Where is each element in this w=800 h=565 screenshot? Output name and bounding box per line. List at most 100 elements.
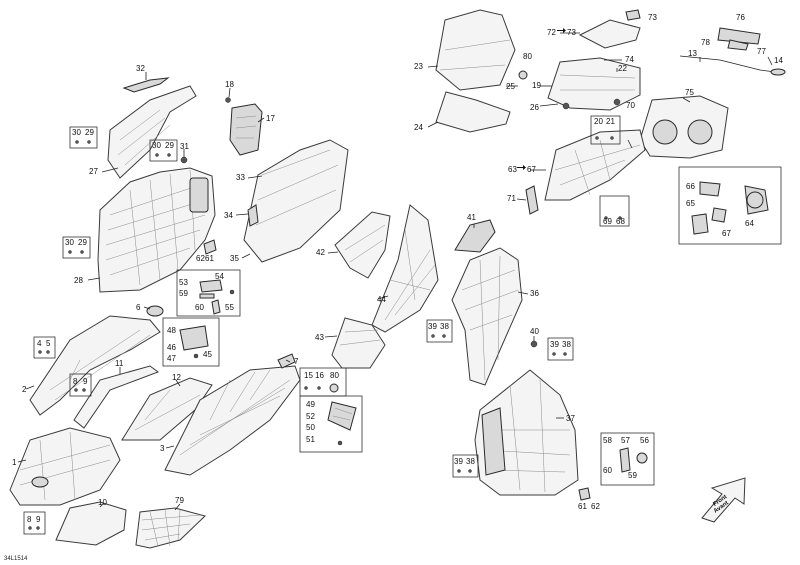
callout-51: 51 — [306, 435, 315, 444]
callout-79: 79 — [175, 496, 184, 505]
part-71-grille — [525, 185, 539, 215]
callout-19: 19 — [532, 81, 541, 90]
callout-23: 23 — [414, 62, 423, 71]
callout-62: 62 — [196, 254, 205, 263]
callout-box-29-30-a — [69, 126, 98, 149]
callout-22: 22 — [618, 64, 627, 73]
callout-39: 39 — [550, 340, 559, 349]
callout-75: 75 — [685, 88, 694, 97]
callout-37: 37 — [566, 414, 575, 423]
callout-12: 12 — [172, 373, 181, 382]
part-76-78-bracket — [717, 27, 761, 45]
callout-61: 61 — [205, 254, 214, 263]
part-61-62-clip — [203, 239, 217, 255]
callout-box-64-67 — [678, 166, 782, 245]
part-35-cover — [243, 139, 349, 263]
diagram-reference-code: 34L1514 — [4, 556, 28, 562]
callout-30: 30 — [65, 238, 74, 247]
callout-52: 52 — [306, 412, 315, 421]
part-73-top-clip — [625, 9, 641, 21]
callout-78: 78 — [701, 38, 710, 47]
callout-71: 71 — [507, 194, 516, 203]
callout-15: 15 — [304, 371, 313, 380]
callout-38: 38 — [466, 457, 475, 466]
callout-29: 29 — [78, 238, 87, 247]
callout-63: 63 — [508, 165, 517, 174]
callout-box-45-48 — [162, 317, 220, 367]
callout-80: 80 — [330, 371, 339, 380]
callout-10: 10 — [98, 498, 107, 507]
part-41-vent — [454, 219, 496, 253]
callout-24: 24 — [414, 123, 423, 132]
callout-70: 70 — [626, 101, 635, 110]
callout-39: 39 — [428, 322, 437, 331]
part-7-clip — [277, 353, 296, 369]
callout-9: 9 — [36, 515, 41, 524]
callout-61: 61 — [578, 502, 587, 511]
callout-66: 66 — [686, 182, 695, 191]
part-72-73-top-trim — [578, 19, 641, 49]
callout-50: 50 — [306, 423, 315, 432]
part-12-panel — [121, 377, 213, 441]
part-79-grille — [135, 507, 206, 549]
callout-25: 25 — [506, 82, 515, 91]
part-63-headlight-frame — [544, 129, 646, 201]
part-11-strip — [73, 365, 160, 429]
callout-41: 41 — [467, 213, 476, 222]
callout-59: 59 — [628, 471, 637, 480]
callout-box-68-69 — [599, 195, 630, 227]
callout-42: 42 — [316, 248, 325, 257]
callout-38: 38 — [440, 322, 449, 331]
callout-58: 58 — [603, 436, 612, 445]
callout-48: 48 — [167, 326, 176, 335]
part-32-trim — [122, 77, 170, 93]
callout-54: 54 — [215, 272, 224, 281]
callout-55: 55 — [225, 303, 234, 312]
callout-4: 4 — [37, 339, 42, 348]
callout-26: 26 — [530, 103, 539, 112]
callout-20: 20 — [594, 117, 603, 126]
callout-21: 21 — [606, 117, 615, 126]
part-27-side-panel — [107, 85, 197, 179]
part-28-upper-body — [97, 167, 216, 293]
callout-box-38-39-a — [426, 319, 453, 343]
callout-59: 59 — [179, 289, 188, 298]
callout-box-20-21 — [590, 115, 621, 145]
callout-40: 40 — [530, 327, 539, 336]
callout-box-4-5 — [33, 336, 56, 359]
callout-32: 32 — [136, 64, 145, 73]
callout-65: 65 — [686, 199, 695, 208]
callout-17: 17 — [266, 114, 275, 123]
callout-73: 73 — [567, 28, 576, 37]
callout-53: 53 — [179, 278, 188, 287]
callout-box-56-60 — [600, 432, 655, 486]
part-61-62-lower-clip — [578, 487, 591, 501]
callout-60: 60 — [195, 303, 204, 312]
callout-35: 35 — [230, 254, 239, 263]
part-75-headlight-housing — [639, 95, 729, 159]
part-13-wire-harness — [679, 55, 776, 73]
callout-62: 62 — [591, 502, 600, 511]
callout-56: 56 — [640, 436, 649, 445]
callout-47: 47 — [167, 354, 176, 363]
callout-45: 45 — [203, 350, 212, 359]
part-40-fastener — [530, 340, 538, 348]
callout-67: 67 — [527, 165, 536, 174]
callout-33: 33 — [236, 173, 245, 182]
callout-29: 29 — [85, 128, 94, 137]
callout-74: 74 — [625, 55, 634, 64]
callout-68: 68 — [616, 217, 625, 226]
callout-2: 2 — [22, 385, 27, 394]
callout-36: 36 — [530, 289, 539, 298]
part-23-windshield — [435, 9, 516, 91]
callout-arrow-icon — [557, 28, 566, 33]
callout-29: 29 — [165, 141, 174, 150]
callout-49: 49 — [306, 400, 315, 409]
callout-8: 8 — [27, 515, 32, 524]
part-2-side-panel — [29, 315, 161, 416]
callout-box-15-16-80 — [299, 367, 347, 397]
part-24-lower-shield — [435, 91, 511, 133]
callout-arrow-icon — [517, 165, 526, 170]
callout-60: 60 — [603, 466, 612, 475]
callout-39: 39 — [454, 457, 463, 466]
